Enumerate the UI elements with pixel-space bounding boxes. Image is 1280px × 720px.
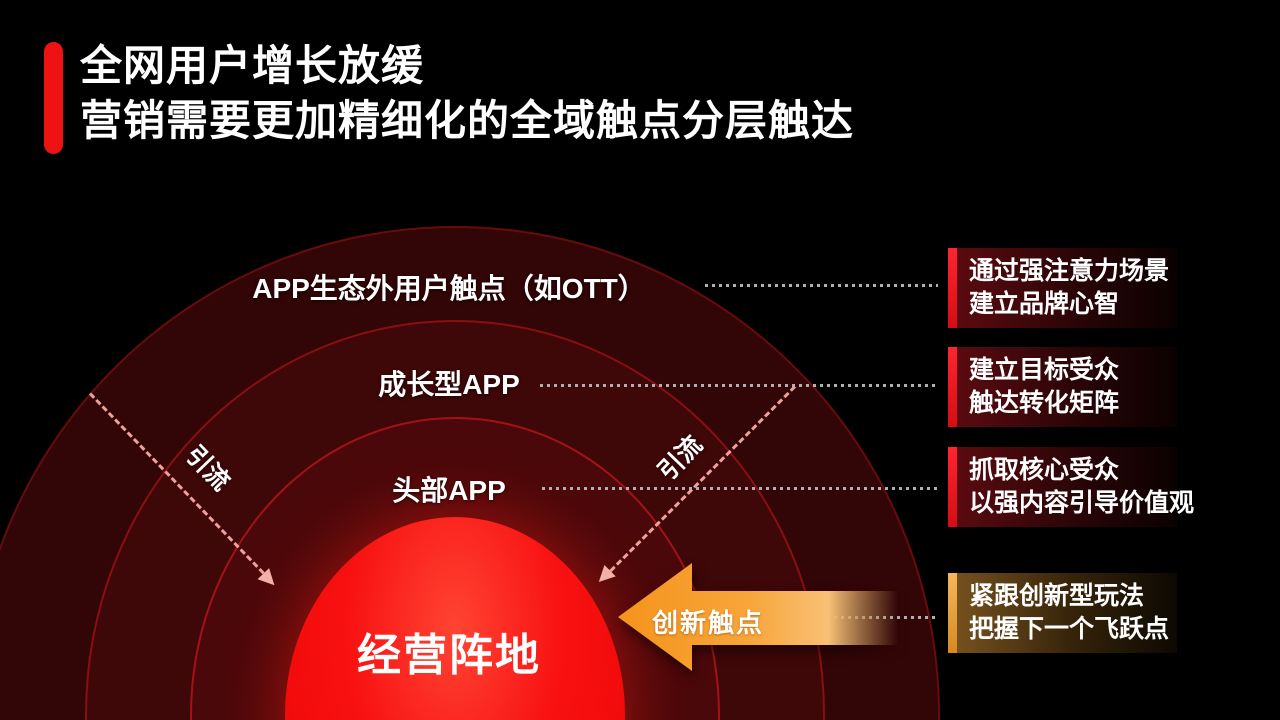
ring-label-app-ecosystem: APP生态外用户触点（如OTT）: [252, 273, 646, 304]
callout-background: [948, 248, 1177, 328]
connector-line-2: [540, 384, 938, 387]
ring-label-growth-app: 成长型APP: [378, 369, 520, 400]
callout-text: 建立目标受众 触达转化矩阵: [969, 354, 1119, 420]
callout-line-1: 建立目标受众: [969, 356, 1120, 384]
callout-line-1: 紧跟创新型玩法: [969, 582, 1145, 610]
callout-text: 紧跟创新型玩法 把握下一个飞跃点: [969, 580, 1169, 646]
title-line-1: 全网用户增长放缓: [80, 42, 425, 89]
callout-line-1: 通过强注意力场景: [969, 257, 1170, 285]
title-accent-bar: [44, 42, 63, 154]
callout-text: 抓取核心受众 以强内容引导价值观: [969, 454, 1194, 520]
innovation-arrow: 创新触点: [618, 563, 910, 675]
connector-line-3: [542, 487, 938, 490]
page-title: 全网用户增长放缓 营销需要更加精细化的全域触点分层触达: [80, 38, 854, 148]
callout-background: [948, 447, 1177, 527]
innovation-arrow-label: 创新触点: [652, 608, 765, 638]
callout-line-2: 触达转化矩阵: [969, 389, 1120, 417]
callout-conversion-matrix: 建立目标受众 触达转化矩阵: [948, 347, 1177, 427]
callout-accent-bar: [948, 347, 957, 427]
callout-innovative-play: 紧跟创新型玩法 把握下一个飞跃点: [948, 573, 1177, 653]
callout-line-2: 以强内容引导价值观: [969, 489, 1195, 517]
ring-label-head-app: 头部APP: [392, 475, 506, 506]
callout-line-2: 建立品牌心智: [969, 290, 1120, 318]
title-line-2: 营销需要更加精细化的全域触点分层触达: [80, 97, 855, 144]
core-label-operating-base: 经营阵地: [357, 631, 541, 680]
callout-line-1: 抓取核心受众: [969, 456, 1120, 484]
callout-accent-bar: [948, 447, 957, 527]
callout-accent-bar: [948, 573, 957, 653]
callout-brand-mindshare: 通过强注意力场景 建立品牌心智: [948, 248, 1177, 328]
callout-accent-bar: [948, 248, 957, 328]
callout-core-audience: 抓取核心受众 以强内容引导价值观: [948, 447, 1194, 527]
callout-background: [948, 347, 1177, 427]
callout-line-2: 把握下一个飞跃点: [969, 615, 1170, 643]
callout-background: [948, 573, 1177, 653]
connector-line-1: [705, 284, 938, 287]
callout-text: 通过强注意力场景 建立品牌心智: [969, 255, 1169, 321]
